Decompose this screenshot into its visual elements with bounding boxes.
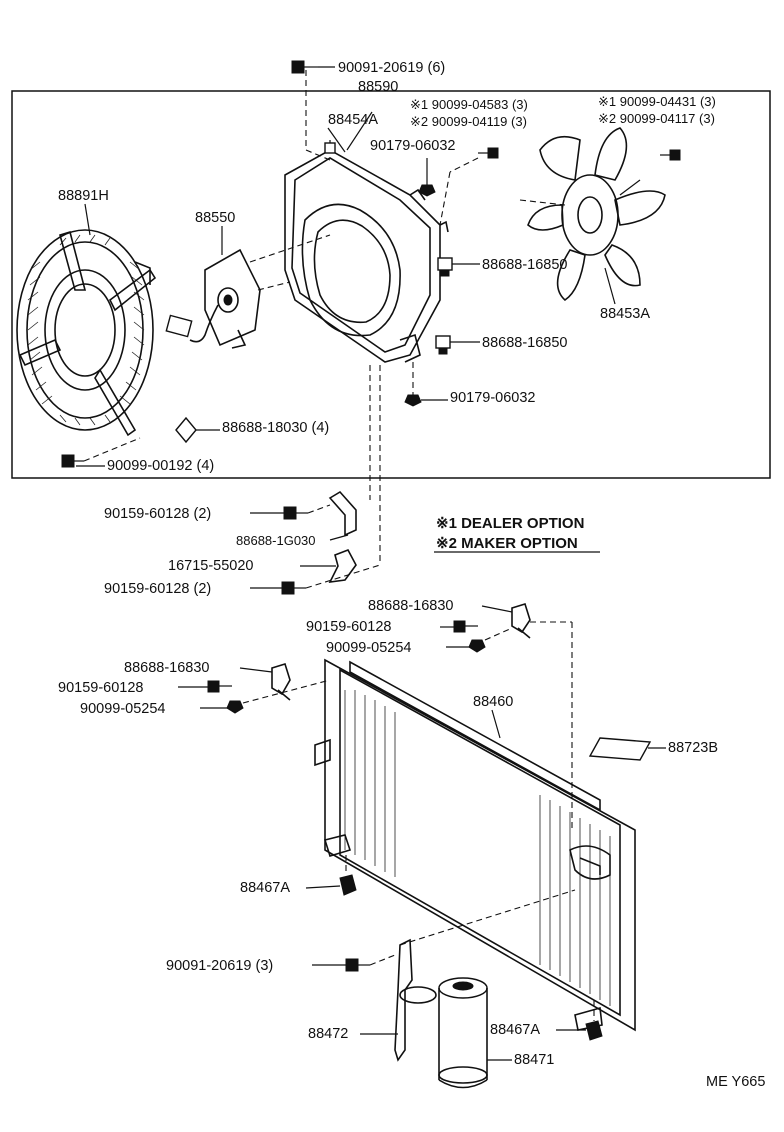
bolt-bracket-2-icon [281, 581, 306, 595]
label-bolt-bracket-2: 90159-60128 (2) [104, 581, 211, 597]
label-clip-2: 88688-16850 [482, 335, 567, 351]
nut-icon [418, 184, 436, 197]
bracket-55020-icon [328, 548, 357, 583]
fan-shroud-motor-assy-icon [16, 229, 157, 437]
label-shroud-a: 88454A [328, 112, 378, 128]
label-label-plate: 88723B [668, 740, 718, 756]
cushion-2-icon [585, 1020, 603, 1041]
bolt-icon-2 [660, 149, 681, 161]
label-cushion-1: 88467A [240, 880, 290, 896]
label-nut-upper: 90179-06032 [370, 138, 455, 154]
label-bolt-top: 90091-20619 (6) [338, 60, 445, 76]
label-cond-bolt-r: 90159-60128 [306, 619, 391, 635]
legend-dealer-option: ※1 DEALER OPTION [436, 515, 584, 532]
figure-code: ME Y665 [706, 1074, 765, 1090]
label-bolt-bracket-1: 90159-60128 (2) [104, 506, 211, 522]
label-cond-bolt-l: 90159-60128 [58, 680, 143, 696]
label-receiver: 88471 [514, 1052, 554, 1068]
label-opt-bolt-1b: ※1 90099-04431 (3) [598, 94, 716, 109]
receiver-bracket-icon [394, 938, 437, 1062]
cond-bracket-l-icon [271, 663, 291, 701]
label-condenser: 88460 [473, 694, 513, 710]
legend-maker-option: ※2 MAKER OPTION [436, 535, 578, 552]
receiver-drier-icon [438, 977, 488, 1089]
label-cushion-2: 88467A [490, 1022, 540, 1038]
bolt-top-icon [291, 60, 335, 74]
bolt-icon [478, 147, 499, 159]
label-cond-nut-l: 90099-05254 [80, 701, 165, 717]
bolt-bracket-1-icon [283, 506, 308, 520]
label-cond-nut-r: 90099-05254 [326, 640, 411, 656]
label-bracket-2: 16715-55020 [168, 558, 253, 574]
bolt-bottom-icon [345, 958, 370, 972]
nut-lower-icon [404, 394, 422, 407]
clip-18030-icon [175, 416, 197, 444]
label-opt-bolt-2b: ※2 90099-04117 (3) [598, 111, 715, 126]
label-clip-4: 88688-18030 (4) [222, 420, 329, 436]
label-motor: 88550 [195, 210, 235, 226]
fan-blade-icon [527, 127, 666, 302]
fan-motor-icon [165, 248, 261, 349]
cond-bolt-r-icon [453, 620, 478, 633]
label-fan-blade: 88453A [600, 306, 650, 322]
label-bolt-bottom: 90091-20619 (3) [166, 958, 273, 974]
cond-nut-r-icon [468, 639, 486, 653]
clip-icon-2 [435, 335, 451, 355]
cushion-1-icon [339, 874, 357, 896]
label-shroud: 88590 [358, 79, 398, 95]
fan-assembly-frame [11, 90, 771, 479]
condenser-icon [314, 658, 636, 1032]
cond-bolt-l-icon [207, 680, 232, 693]
label-cond-bracket-r: 88688-16830 [368, 598, 453, 614]
bracket-1g030-icon [328, 490, 357, 537]
screw-icon [61, 454, 84, 468]
label-fan-motor-fan: 88891H [58, 188, 109, 204]
label-opt-bolt-2a: ※2 90099-04119 (3) [410, 114, 527, 129]
label-cond-bracket-l: 88688-16830 [124, 660, 209, 676]
fan-shroud-icon [284, 140, 449, 363]
label-nut-lower: 90179-06032 [450, 390, 535, 406]
label-plate-icon [588, 737, 652, 761]
label-screw-4: 90099-00192 (4) [107, 458, 214, 474]
label-clip-1: 88688-16850 [482, 257, 567, 273]
label-receiver-bracket: 88472 [308, 1026, 348, 1042]
cond-nut-l-icon [226, 700, 244, 714]
label-bracket-1: 88688-1G030 [236, 533, 316, 548]
label-opt-bolt-1a: ※1 90099-04583 (3) [410, 97, 528, 112]
cond-bracket-r-icon [511, 603, 531, 639]
